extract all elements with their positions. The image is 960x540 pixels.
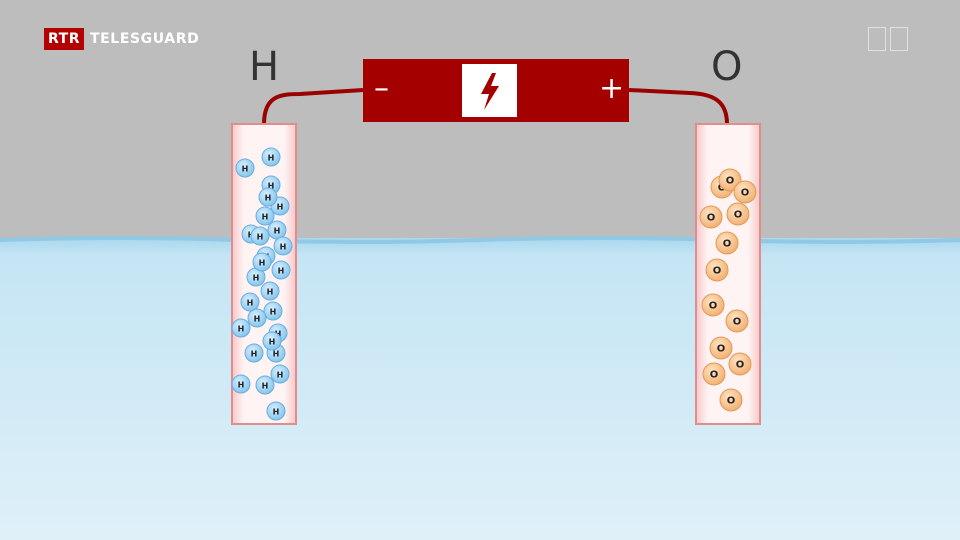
oxygen-molecule: O [719,388,743,412]
hydrogen-molecule: H [260,281,280,301]
broadcast-mark-icon [868,27,914,51]
hydrogen-molecule: H [263,301,283,321]
wire-left [262,88,364,125]
hydrogen-molecule-symbol: H [268,182,275,191]
hydrogen-molecule: H [231,318,251,338]
hydrogen-molecule: H [235,158,255,178]
oxygen-molecule-symbol: O [726,176,735,187]
hydrogen-molecule-symbol: H [273,408,280,417]
oxygen-molecule-symbol: O [710,370,719,381]
oxygen-molecule-symbol: O [727,396,736,407]
oxygen-molecule-symbol: O [741,188,750,199]
hydrogen-label: H [249,44,280,90]
hydrogen-molecule-symbol: H [280,243,287,252]
oxygen-molecule-symbol: O [736,360,745,371]
oxygen-molecule-symbol: O [733,317,742,328]
hydrogen-molecule: H [231,374,251,394]
water-body [0,238,960,540]
hydrogen-molecule: H [262,331,282,351]
hydrogen-molecule: H [271,260,291,280]
hydrogen-molecule: H [258,187,278,207]
oxygen-molecule: O [718,168,742,192]
oxygen-molecule: O [728,352,752,376]
battery: – + [363,59,629,122]
hydrogen-molecule: H [261,147,281,167]
logo-rtr: RTR [44,28,84,50]
hydrogen-molecule-symbol: H [274,227,281,236]
hydrogen-molecule-symbol: H [277,371,284,380]
wire-right [628,88,729,125]
hydrogen-molecule-symbol: H [259,259,266,268]
hydrogen-molecule-symbol: H [253,274,260,283]
hydrogen-molecule: H [247,308,267,328]
battery-plus: + [599,71,625,106]
oxygen-molecule: O [709,336,733,360]
oxygen-molecule-symbol: O [717,344,726,355]
hydrogen-molecule: H [270,364,290,384]
oxygen-molecule-symbol: O [709,301,718,312]
hydrogen-molecule-symbol: H [238,325,245,334]
hydrogen-molecule: H [255,375,275,395]
hydrogen-molecule-symbol: H [273,350,280,359]
hydrogen-molecule-symbol: H [251,350,258,359]
hydrogen-molecule-symbol: H [270,308,277,317]
logo-telesguard: TELESGUARD [89,31,200,47]
oxygen-molecule: O [699,205,723,229]
hydrogen-molecules: HHHHHHHHHHHHHHHHHHHHHHHHHHH [231,147,293,421]
oxygen-molecule: O [701,293,725,317]
hydrogen-molecule: H [255,206,275,226]
oxygen-molecule-symbol: O [734,210,743,221]
oxygen-molecule: O [705,258,729,282]
hydrogen-molecule-symbol: H [267,288,274,297]
broadcaster-logo: RTR TELESGUARD [44,27,199,51]
oxygen-molecule-symbol: O [707,213,716,224]
hydrogen-molecule-symbol: H [278,267,285,276]
hydrogen-molecule: H [250,226,270,246]
oxygen-molecule: O [715,231,739,255]
hydrogen-molecule-symbol: H [277,203,284,212]
lightning-bolt-icon [462,64,517,117]
battery-minus: – [374,71,389,106]
hydrogen-molecule-symbol: H [262,213,269,222]
oxygen-molecule: O [702,362,726,386]
hydrogen-molecule-symbol: H [247,299,254,308]
oxygen-molecule-symbol: O [713,266,722,277]
oxygen-molecules: OOOOOOOOOOOOO [699,168,757,412]
hydrogen-molecule-symbol: H [238,381,245,390]
water-surface [0,236,960,244]
oxygen-label: O [711,44,743,90]
hydrogen-molecule-symbol: H [268,154,275,163]
oxygen-molecule-symbol: O [723,239,732,250]
hydrogen-molecule: H [266,401,286,421]
hydrogen-molecule: H [240,292,260,312]
hydrogen-molecule-symbol: H [242,165,249,174]
hydrogen-molecule: H [273,236,293,256]
oxygen-molecule: O [725,309,749,333]
hydrogen-molecule-symbol: H [257,233,264,242]
hydrogen-molecule-symbol: H [254,315,261,324]
oxygen-molecule: O [733,180,757,204]
hydrogen-molecule-symbol: H [269,338,276,347]
hydrogen-molecule: H [244,343,264,363]
hydrogen-molecule: H [252,252,272,272]
hydrogen-molecule-symbol: H [262,382,269,391]
hydrogen-molecule: H [267,220,287,240]
hydrogen-molecule-symbol: H [265,194,272,203]
oxygen-molecule: O [726,202,750,226]
